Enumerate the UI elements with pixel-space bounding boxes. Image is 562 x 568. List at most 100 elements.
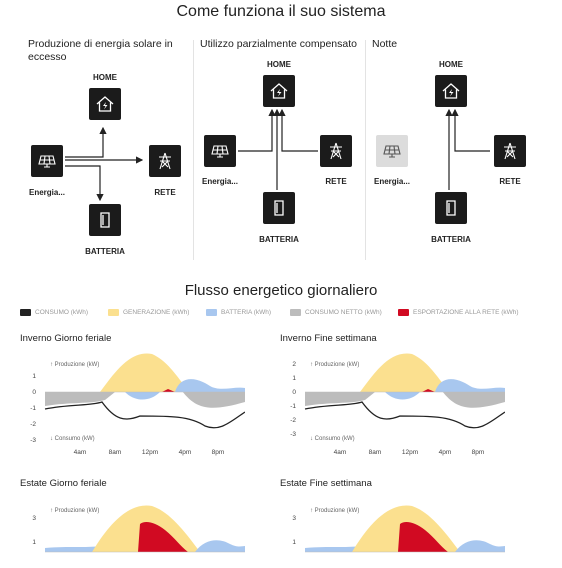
grid-label: RETE bbox=[499, 177, 521, 186]
solar-label: Energia... bbox=[201, 177, 238, 186]
solar-panel-icon bbox=[383, 145, 401, 158]
grid-export-area bbox=[138, 522, 188, 552]
battery-discharge-area bbox=[385, 392, 420, 400]
grid-export-area bbox=[162, 389, 175, 392]
battery-icon bbox=[100, 212, 110, 228]
legend-label: ESPORTAZIONE ALLA RETE (kWh) bbox=[413, 309, 519, 316]
battery-node bbox=[89, 204, 121, 236]
axis-label-consumption: ↓ Consumo (kW) bbox=[50, 436, 95, 442]
legend-swatch bbox=[398, 309, 409, 316]
grid-node bbox=[320, 135, 352, 167]
battery-label: BATTERIA bbox=[431, 235, 471, 244]
chart-winter-weekday: ↑ Produzione (kW)↓ Consumo (kW)10-1-2-34… bbox=[30, 353, 245, 456]
x-tick-label: 4am bbox=[334, 449, 347, 456]
legend-item-battery[interactable]: BATTERIA (kWh) bbox=[206, 309, 271, 316]
panel-divider bbox=[193, 40, 194, 260]
home-label: HOME bbox=[267, 60, 291, 69]
x-tick-label: 4am bbox=[74, 449, 87, 456]
legend-label: GENERAZIONE (kWh) bbox=[123, 309, 190, 316]
legend-label: CONSUMO NETTO (kWh) bbox=[305, 309, 382, 316]
legend-label: BATTERIA (kWh) bbox=[221, 309, 272, 316]
chart-title-winter-weekday: Inverno Giorno feriale bbox=[20, 333, 112, 344]
battery-charge-area bbox=[435, 379, 505, 392]
y-tick-label: -3 bbox=[30, 437, 36, 444]
grid-export-area bbox=[422, 389, 435, 392]
home-label: HOME bbox=[439, 60, 463, 69]
panel-title-excess: Produzione di energia solare in eccesso bbox=[28, 38, 173, 63]
solar-node bbox=[204, 135, 236, 167]
x-tick-label: 8pm bbox=[212, 449, 225, 456]
battery-label: BATTERIA bbox=[259, 235, 299, 244]
grid-node bbox=[494, 135, 526, 167]
battery-icon bbox=[446, 200, 456, 216]
page-title: Come funziona il suo sistema bbox=[176, 3, 386, 20]
net-consumption-area bbox=[305, 388, 505, 408]
chart-winter-weekend: ↑ Produzione (kW) ↓ Consumo (kW) 2 1 0 -1 -2 -3… bbox=[290, 353, 505, 456]
axis-label-consumption: ↓ Consumo (kW) bbox=[310, 436, 355, 442]
solar-label: Energia... bbox=[28, 188, 65, 197]
legend-swatch bbox=[20, 309, 31, 316]
generation-area bbox=[100, 353, 190, 392]
battery-charge-area bbox=[175, 379, 245, 392]
panel-title-partial: Utilizzo parzialmente compensato bbox=[200, 38, 357, 50]
y-tick-label: 3 bbox=[292, 515, 296, 522]
y-tick-label: -2 bbox=[290, 417, 296, 424]
x-tick-label: 12pm bbox=[402, 449, 418, 456]
axis-label-production: ↑ Produzione (kW) bbox=[50, 508, 99, 514]
axis-label-production: ↑ Produzione (kW) bbox=[310, 362, 359, 368]
grid-export-area bbox=[398, 522, 448, 552]
home-icon bbox=[270, 83, 288, 99]
y-tick-label: 0 bbox=[32, 389, 36, 396]
flow-title: Flusso energetico giornaliero bbox=[184, 282, 378, 299]
home-node bbox=[89, 88, 121, 120]
battery-area bbox=[195, 540, 245, 552]
battery-icon bbox=[274, 200, 284, 216]
x-tick-label: 8pm bbox=[472, 449, 485, 456]
y-tick-label: 0 bbox=[292, 389, 296, 396]
legend-item-generation[interactable]: GENERAZIONE (kWh) bbox=[108, 309, 189, 316]
axis-label-production: ↑ Produzione (kW) bbox=[50, 362, 99, 368]
grid-label: RETE bbox=[154, 188, 176, 197]
generation-area bbox=[360, 353, 450, 392]
home-icon bbox=[442, 83, 460, 99]
flow-diagram-lines bbox=[65, 108, 490, 202]
solar-panel-icon bbox=[211, 145, 229, 158]
power-tower-icon bbox=[330, 142, 342, 160]
y-tick-label: 2 bbox=[292, 361, 296, 368]
consumption-line bbox=[304, 401, 505, 429]
chart-title-summer-weekday: Estate Giorno feriale bbox=[20, 478, 107, 489]
legend-item-consumption[interactable]: CONSUMO (kWh) bbox=[20, 309, 88, 316]
legend-item-net-consumption[interactable]: CONSUMO NETTO (kWh) bbox=[290, 309, 382, 316]
y-tick-label: 1 bbox=[32, 539, 36, 546]
battery-area bbox=[455, 540, 505, 552]
x-tick-label: 12pm bbox=[142, 449, 158, 456]
y-tick-label: 1 bbox=[292, 539, 296, 546]
battery-label: BATTERIA bbox=[85, 247, 125, 256]
y-tick-label: 1 bbox=[292, 375, 296, 382]
power-tower-icon bbox=[504, 142, 516, 160]
solar-panel-icon bbox=[38, 155, 56, 168]
chart-title-winter-weekend: Inverno Fine settimana bbox=[280, 333, 377, 344]
y-tick-label: 3 bbox=[32, 515, 36, 522]
solar-node-inactive bbox=[376, 135, 408, 167]
legend-swatch bbox=[206, 309, 217, 316]
battery-node bbox=[435, 192, 467, 224]
x-tick-label: 8am bbox=[369, 449, 382, 456]
x-tick-label: 4pm bbox=[439, 449, 452, 456]
home-node bbox=[435, 75, 467, 107]
legend-swatch bbox=[290, 309, 301, 316]
x-tick-label: 4pm bbox=[179, 449, 192, 456]
y-tick-label: -3 bbox=[290, 431, 296, 438]
y-tick-label: -1 bbox=[290, 403, 296, 410]
net-consumption-area bbox=[45, 388, 245, 408]
solar-node bbox=[31, 145, 63, 177]
home-icon bbox=[96, 96, 114, 112]
home-label: HOME bbox=[93, 73, 117, 82]
chart-summer-weekend: ↑ Produzione (kW)31 bbox=[292, 505, 505, 553]
solar-label: Energia... bbox=[373, 177, 410, 186]
chart-title-summer-weekend: Estate Fine settimana bbox=[280, 478, 372, 489]
y-tick-label: -2 bbox=[30, 421, 36, 428]
battery-node bbox=[263, 192, 295, 224]
home-node bbox=[263, 75, 295, 107]
legend-item-grid-export[interactable]: ESPORTAZIONE ALLA RETE (kWh) bbox=[398, 309, 519, 316]
